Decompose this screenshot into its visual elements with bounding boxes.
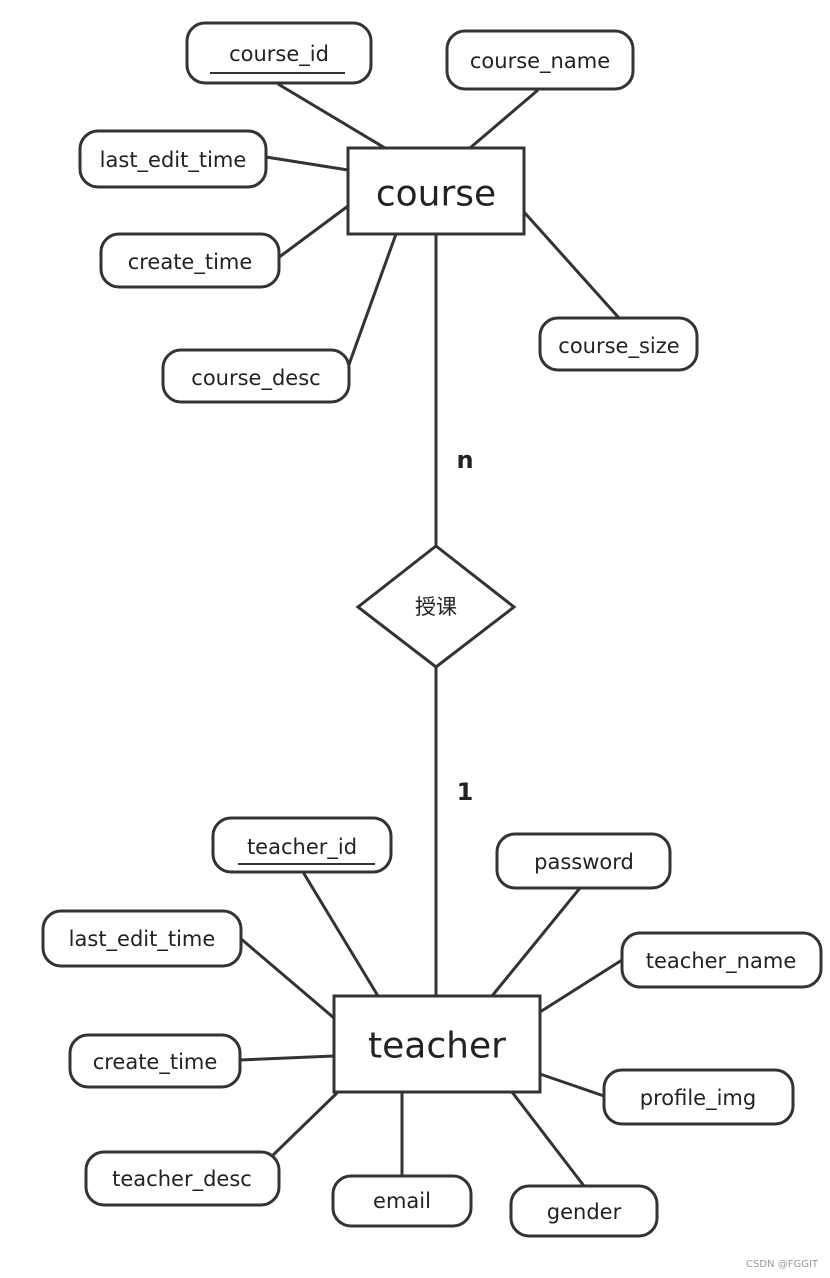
connector-course-id [277, 82, 386, 150]
attr-label: email [373, 1189, 431, 1213]
attr-label: course_id [229, 42, 329, 67]
attr-teacher-desc: teacher_desc [84, 1150, 281, 1207]
connector-teacher-gender [510, 1091, 586, 1187]
attr-course-last-edit-time: last_edit_time [78, 129, 268, 189]
attr-label: last_edit_time [69, 927, 216, 952]
attr-teacher-password: password [495, 832, 672, 890]
connector-teacher-password [490, 887, 582, 997]
attr-course-desc: course_desc [161, 348, 351, 404]
entity-label: course [376, 174, 496, 215]
attr-label: course_name [470, 49, 610, 74]
connector-course-desc [345, 233, 398, 371]
attr-teacher-profile-img: profile_img [602, 1068, 795, 1126]
attr-label: profile_img [640, 1086, 756, 1111]
attr-label: create_time [128, 250, 253, 275]
connector-teacher-id [301, 871, 380, 997]
attr-course-create-time: create_time [99, 232, 281, 289]
entity-course: course [346, 146, 526, 236]
attr-label: teacher_id [247, 835, 357, 860]
attr-label: teacher_name [646, 949, 797, 974]
attr-label: course_desc [191, 366, 320, 391]
connector-course-create-time [277, 204, 349, 260]
connector-course-last-edit-time [265, 155, 349, 172]
attr-teacher-name: teacher_name [620, 931, 823, 989]
attr-label: gender [547, 1200, 622, 1224]
attr-label: last_edit_time [100, 148, 247, 173]
attr-label: create_time [93, 1050, 218, 1075]
attr-course-size: course_size [538, 316, 699, 372]
attr-teacher-last-edit-time: last_edit_time [41, 909, 243, 968]
entity-teacher: teacher [332, 994, 542, 1094]
connector-teacher-create-time [239, 1054, 335, 1062]
attr-label: course_size [558, 334, 679, 359]
connector-course-name [469, 88, 539, 150]
connector-teacher-name [539, 958, 623, 1014]
attr-course-name: course_name [445, 29, 635, 91]
relationship-label: 授课 [415, 595, 457, 619]
watermark: CSDN @FGGIT [746, 1259, 818, 1270]
connector-teacher-desc [268, 1090, 340, 1160]
relationship-teaches: 授课 [355, 544, 517, 669]
connector-course-size [522, 210, 621, 320]
attr-teacher-id: teacher_id [211, 816, 393, 874]
attr-teacher-gender: gender [509, 1184, 659, 1238]
connector-teacher-profile-img [539, 1072, 605, 1098]
attr-label: password [534, 850, 634, 874]
attr-teacher-create-time: create_time [68, 1033, 242, 1089]
cardinality-teacher: 1 [457, 778, 474, 806]
connector-teacher-last-edit-time [239, 936, 335, 1020]
attr-course-id: course_id [185, 21, 373, 85]
attr-label: teacher_desc [112, 1167, 252, 1192]
entity-label: teacher [368, 1026, 506, 1067]
attr-teacher-email: email [331, 1174, 473, 1228]
cardinality-course: n [456, 446, 473, 474]
